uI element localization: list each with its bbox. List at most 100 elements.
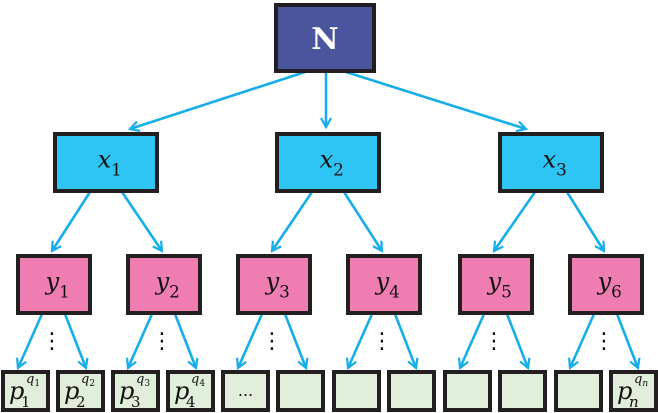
label-base: p (617, 377, 632, 405)
edge-y2-leaf-b (173, 313, 196, 368)
edge-x3-y6 (565, 191, 604, 251)
edge-root-x3 (345, 70, 526, 129)
edge-y2-leaf-a (128, 313, 154, 368)
leaf-node-11 (554, 370, 603, 412)
edge-y4-leaf-b (393, 313, 416, 368)
y-node-label-2: y2 (155, 267, 180, 301)
label-superscript: q (191, 372, 199, 387)
leaf-label-3: p3q3 (119, 372, 150, 411)
label-superscript: q (81, 372, 89, 387)
leaf-node-1 (1, 370, 50, 412)
vertical-ellipsis-4: ⋮ (371, 329, 393, 354)
leaf-label-12: pnqn (617, 372, 648, 411)
label-base: p (174, 377, 189, 405)
leaf-node-9 (443, 370, 492, 412)
y-node-5 (458, 254, 534, 315)
label-base: y (375, 267, 390, 295)
vertical-ellipsis-5: ⋮ (483, 329, 505, 354)
edge-x3-y5 (494, 191, 537, 251)
label-subscript: 4 (389, 282, 400, 302)
edge-y3-leaf-b (283, 313, 306, 368)
label-superscript-subscript: n (642, 379, 648, 389)
label-subscript: 2 (333, 160, 344, 180)
label-subscript: 3 (556, 160, 567, 180)
edge-y3-leaf-a (238, 313, 264, 368)
edge-y4-leaf-a (348, 313, 374, 368)
edge-x1-y2 (120, 191, 162, 251)
label-superscript: q (634, 372, 642, 387)
label-base: p (9, 377, 24, 405)
label-base: y (155, 267, 170, 295)
x-node-3 (498, 132, 604, 193)
leaf-node-10 (498, 370, 547, 412)
leaf-node-7 (332, 370, 381, 412)
y-node-label-4: y4 (375, 267, 400, 301)
leaf-label-4: p4q4 (174, 372, 205, 411)
label-subscript: 6 (611, 282, 622, 302)
edge-root-x1 (130, 70, 306, 129)
label-subscript: 2 (76, 393, 86, 411)
leaf-node-6 (276, 370, 325, 412)
vertical-ellipsis-2: ⋮ (151, 329, 173, 354)
label-superscript-subscript: 3 (144, 379, 150, 389)
y-node-label-3: y3 (265, 267, 290, 301)
x-node-label-1: x1 (98, 145, 122, 179)
label-subscript: 3 (131, 393, 141, 411)
root-node (274, 3, 376, 73)
label-base: x (98, 145, 112, 173)
leaf-node-2 (56, 370, 105, 412)
leaf-label-2: p2q2 (64, 372, 95, 411)
edge-y5-leaf-a (460, 313, 486, 368)
y-node-label-5: y5 (487, 267, 512, 301)
edge-y1-leaf-b (63, 313, 86, 368)
x-node-label-2: x2 (320, 145, 344, 179)
leaf-node-8 (387, 370, 436, 412)
label-base: x (320, 145, 334, 173)
y-node-4 (346, 254, 422, 315)
label-base: x (543, 145, 557, 173)
edge-y6-leaf-a (570, 313, 596, 368)
label-subscript: 3 (279, 282, 290, 302)
vertical-ellipsis-6: ⋮ (593, 329, 615, 354)
y-node-3 (236, 254, 312, 315)
label-base: p (64, 377, 79, 405)
leaf-node-4 (166, 370, 215, 412)
label-superscript-subscript: 1 (34, 379, 40, 389)
x-node-2 (275, 132, 381, 193)
label-base: y (487, 267, 502, 295)
edge-x2-y3 (272, 191, 314, 251)
label-subscript: 4 (186, 393, 196, 411)
y-node-2 (126, 254, 202, 315)
label-superscript: q (136, 372, 144, 387)
label-base: y (597, 267, 612, 295)
edge-x1-y1 (52, 191, 92, 251)
x-node-1 (53, 132, 159, 193)
label-subscript: 1 (59, 282, 70, 302)
label-subscript: n (629, 393, 639, 411)
label-base: p (119, 377, 134, 405)
label-base: y (45, 267, 60, 295)
edge-y1-leaf-a (18, 313, 44, 368)
leaf-node-3 (111, 370, 160, 412)
leaf-node-12 (609, 370, 658, 412)
label-superscript-subscript: 2 (89, 379, 95, 389)
x-node-label-3: x3 (543, 145, 567, 179)
label-subscript: 2 (169, 282, 180, 302)
edge-y5-leaf-b (505, 313, 528, 368)
edges (18, 70, 638, 368)
vertical-ellipsis-3: ⋮ (261, 329, 283, 354)
y-node-label-6: y6 (597, 267, 622, 301)
root-label: N (311, 22, 338, 57)
label-subscript: 1 (21, 393, 31, 411)
y-node-label-1: y1 (45, 267, 70, 301)
edge-x2-y4 (342, 191, 382, 251)
label-superscript: q (26, 372, 34, 387)
leaf-label-5: ... (238, 381, 253, 400)
y-node-6 (568, 254, 644, 315)
vertical-ellipsis-1: ⋮ (41, 329, 63, 354)
label-subscript: 1 (111, 160, 122, 180)
label-superscript-subscript: 4 (199, 379, 205, 389)
label-subscript: 5 (501, 282, 512, 302)
